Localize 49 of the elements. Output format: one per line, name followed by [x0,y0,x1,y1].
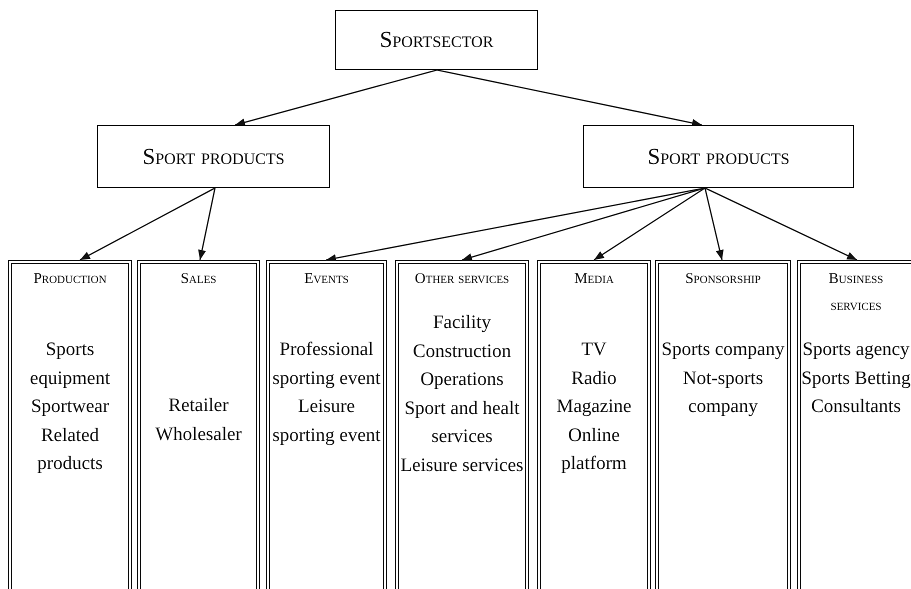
column-box [797,260,911,589]
item-text: Facility [432,311,492,335]
item-text: Sportwear [30,395,110,419]
item-text: Wholesaler [154,422,243,446]
item-text: Professional sporting event [271,338,382,390]
column-box [537,260,651,589]
arrow [594,187,706,261]
item-text: Retailer [167,394,230,418]
arrow [704,187,858,261]
item-text: Magazine [556,395,632,419]
item-text: Sport and healt services [403,396,521,449]
column-box [137,260,260,589]
category-box [335,10,538,70]
item-text: Radio [570,366,618,390]
arrow [462,187,706,261]
column-heading: Other services [414,270,510,289]
item-text: Construction [412,340,512,364]
heading-text: Sport products [142,144,285,170]
arrow [198,188,216,260]
column-heading: Production [32,270,108,289]
column-box [266,260,387,589]
item-text: Sports company [660,338,786,362]
item-text: Operations [419,368,505,392]
heading-text: Sport products [647,144,790,170]
column-box [395,260,529,589]
arrow [234,69,438,126]
category-box [97,125,330,188]
column-box [655,260,791,589]
item-text: Online platform [560,424,628,476]
item-text: Sports Betting [801,366,911,390]
column-heading: Events [303,270,350,289]
arrow [80,187,216,261]
column-heading: Sponsorship [684,270,762,289]
arrow [704,188,724,260]
category-box [583,125,854,188]
item-text: Sports agency [801,338,911,362]
column-heading: Sales [180,270,218,289]
item-text: Related products [36,424,104,476]
arrow [436,69,702,127]
item-text: Consultants [810,395,902,419]
column-heading: Media [573,270,615,289]
heading-text: Sportsector [380,27,494,53]
item-text: Sports equipment [28,338,112,390]
item-text: Leisure sporting event [271,395,382,448]
item-text: Leisure services [400,454,524,478]
column-box [8,260,132,589]
item-text: Not-sports company [682,366,764,419]
item-text: TV [580,338,608,362]
column-heading: Business services [828,270,884,316]
